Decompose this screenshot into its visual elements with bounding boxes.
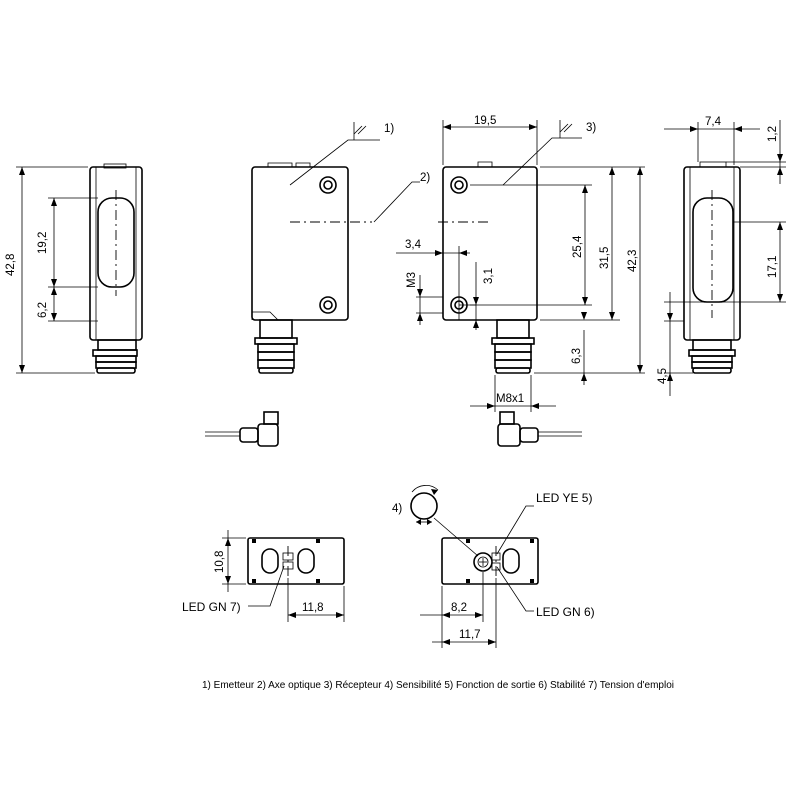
dim-body-to-hole: 31,5	[599, 247, 611, 269]
dim-thread-m8: M8x1	[496, 393, 524, 405]
cable-left	[205, 411, 279, 447]
dim-top-height: 10,8	[214, 551, 226, 573]
dim-side-top: 1,2	[767, 126, 779, 142]
view-receiver	[438, 161, 538, 374]
dim-top-width-right: 11,7	[459, 629, 481, 641]
dims-receiver: 19,5 3) 3,4 M3 3,1 25,4 31,5	[396, 115, 645, 412]
led-gn-7: LED GN 7)	[182, 600, 241, 614]
dim-side-bottom: 4,5	[657, 368, 669, 384]
dims-top-left: 10,8 11,8 LED GN 7)	[182, 530, 345, 622]
cable-right	[497, 411, 582, 447]
dim-connector-len: 6,3	[571, 348, 583, 364]
dim-side-lens: 17,1	[767, 256, 779, 278]
callout-3: 3)	[586, 122, 596, 134]
led-gn-6: LED GN 6)	[536, 605, 595, 619]
callouts-emitter: 1) 2)	[289, 122, 430, 223]
led-ye-5: LED YE 5)	[536, 491, 592, 505]
dim-body-height: 42,3	[627, 250, 639, 272]
dim-m3-offset: 3,4	[405, 239, 422, 251]
view-front-lens	[89, 163, 143, 374]
dim-top-width-left: 11,8	[302, 602, 324, 614]
dim-lens-height: 19,2	[37, 232, 49, 254]
dims-front-lens: 42,8 19,2 6,2	[5, 166, 98, 374]
callout-4: 4)	[392, 503, 402, 515]
callout-1: 1)	[384, 123, 394, 135]
view-emitter	[251, 162, 372, 374]
view-top-left	[247, 537, 345, 585]
dims-side: 7,4 1,2 17,1 4,5	[657, 116, 786, 396]
dim-hole-spacing: 25,4	[572, 235, 584, 258]
dim-top-offset: 8,2	[451, 602, 467, 614]
sensitivity-knob-icon	[410, 484, 439, 525]
dim-thread-m3: M3	[406, 272, 418, 288]
view-top-right	[441, 537, 539, 585]
dim-height-total: 42,8	[5, 254, 17, 276]
dim-width-front: 19,5	[474, 115, 496, 127]
dims-top-right: 8,2 11,7 4) LED YE 5) LED GN 6)	[392, 484, 595, 648]
dim-hole-offset: 3,1	[483, 268, 495, 284]
dim-lens-offset: 6,2	[37, 302, 49, 318]
callout-2: 2)	[420, 172, 430, 184]
view-side	[683, 161, 741, 374]
dim-side-depth: 7,4	[705, 116, 722, 128]
legend-text: 1) Emetteur 2) Axe optique 3) Récepteur …	[202, 680, 674, 691]
